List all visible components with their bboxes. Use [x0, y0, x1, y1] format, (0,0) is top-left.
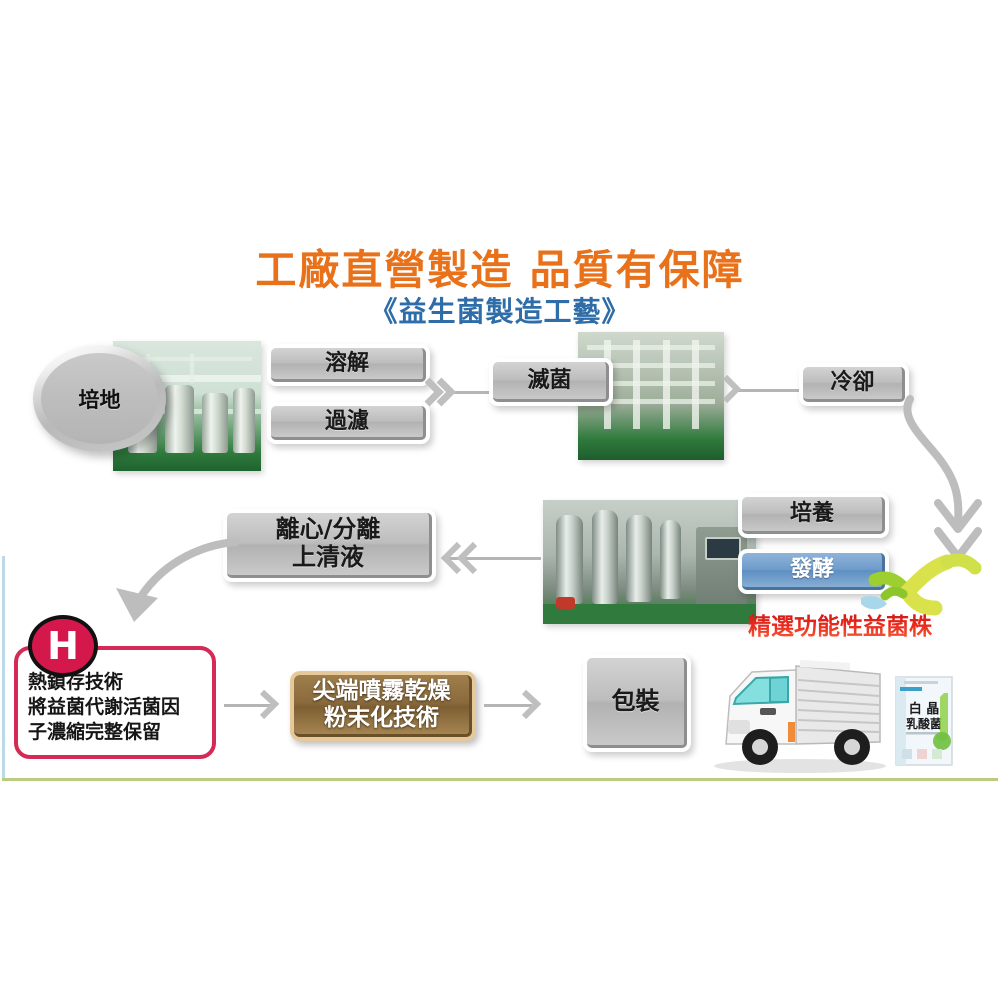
- curved-arrow-centrifuge-to-heatlock: [116, 538, 240, 622]
- connector-line-heatlock-spraydry: [224, 704, 272, 707]
- strain-caption: 精選功能性益菌株: [748, 607, 932, 641]
- heat-lock-line2: 將益菌代謝活菌因: [28, 696, 181, 719]
- connector-line-spraydry-packaging: [484, 704, 532, 707]
- packaging-step[interactable]: 包裝: [583, 654, 691, 752]
- chevron-arrow-icon: [259, 689, 280, 720]
- spray-dry-label-line1: 尖端噴霧乾燥: [312, 678, 451, 705]
- page-subtitle: 《益生菌製造工藝》: [369, 295, 631, 328]
- bottom-frame-line: [2, 778, 998, 781]
- chevron-arrow-icon: [425, 377, 456, 407]
- y-shaped-bacteria-icon: [861, 553, 982, 616]
- cool-step[interactable]: 冷卻: [799, 363, 909, 406]
- culture-medium-label: 培地: [41, 353, 158, 444]
- centrifuge-step[interactable]: 離心/分離 上清液: [223, 509, 436, 582]
- svg-text:白 晶: 白 晶: [909, 701, 940, 717]
- page-title: 工廠直營製造 品質有保障: [255, 246, 745, 294]
- spray-dry-label-line2: 粉末化技術: [324, 704, 439, 731]
- cultivate-step[interactable]: 培養: [738, 493, 889, 538]
- heat-lock-line1: 熱鎖存技術: [28, 671, 124, 693]
- ferment-label: 發酵: [789, 557, 834, 583]
- product-package-icon: 白 晶 乳酸菌: [895, 676, 953, 766]
- connector-line-ferment-centrifuge: [446, 557, 541, 560]
- heat-lock-line3: 子濃縮完整保留: [28, 721, 162, 744]
- sterilize-label: 滅菌: [527, 367, 572, 393]
- chevron-arrow-left-icon: [440, 541, 478, 575]
- heat-lock-text: 熱鎖存技術 將益菌代謝活菌因 子濃縮完整保留: [28, 670, 204, 745]
- centrifuge-label-line1: 離心/分離: [275, 515, 381, 544]
- connector-line-sterilize-cool: [738, 389, 800, 392]
- cultivate-label: 培養: [789, 501, 834, 527]
- heat-lock-badge-label: H: [47, 624, 79, 668]
- cool-label: 冷卻: [830, 370, 875, 396]
- heat-lock-badge: H: [28, 615, 98, 677]
- culture-medium-node[interactable]: 培地: [33, 345, 166, 452]
- fermentation-equipment-photo: [543, 500, 756, 624]
- delivery-truck-icon: [714, 660, 886, 773]
- chevron-arrow-icon: [722, 374, 742, 404]
- filter-step[interactable]: 過濾: [267, 402, 430, 444]
- connector-line-dissolve-sterilize: [452, 391, 492, 394]
- dissolve-step[interactable]: 溶解: [267, 344, 430, 386]
- centrifuge-label-line2: 上清液: [292, 543, 364, 571]
- packaging-label: 包裝: [611, 686, 660, 715]
- sterilize-step[interactable]: 滅菌: [489, 358, 613, 406]
- left-frame-line: [2, 556, 5, 780]
- spray-dry-step[interactable]: 尖端噴霧乾燥 粉末化技術: [290, 671, 476, 741]
- chevron-arrow-icon: [521, 689, 542, 720]
- filter-label: 過濾: [324, 408, 369, 434]
- svg-text:乳酸菌: 乳酸菌: [906, 716, 942, 731]
- dissolve-label: 溶解: [324, 350, 369, 376]
